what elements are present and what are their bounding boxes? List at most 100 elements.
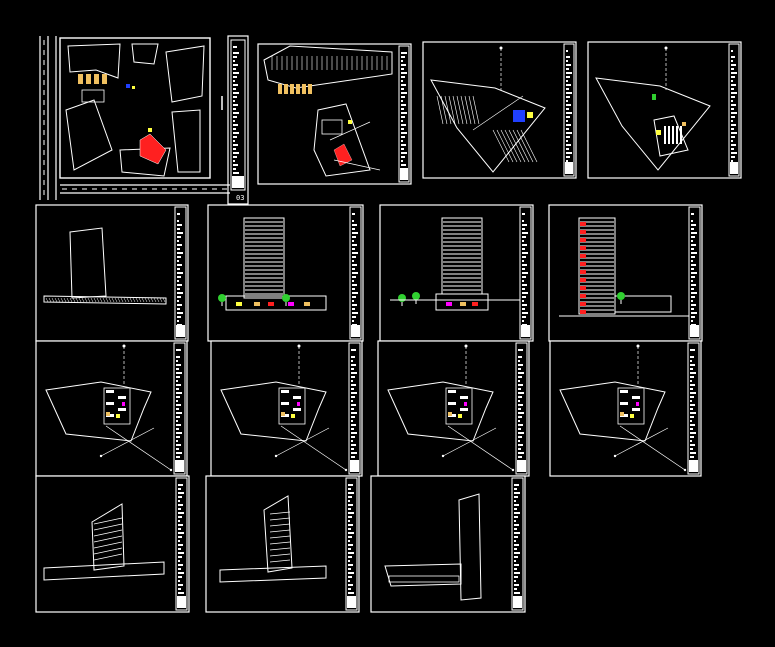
- drawing-rect: [522, 232, 528, 234]
- sheet-frame[interactable]: [257, 43, 412, 185]
- drawing-rect: [352, 300, 354, 302]
- drawing-rect: [78, 74, 83, 84]
- drawing-rect: [690, 444, 695, 446]
- drawing-line: [500, 129, 518, 163]
- drawing-rect: [691, 288, 694, 290]
- drawing-line: [60, 297, 64, 303]
- drawing-rect: [690, 388, 693, 390]
- sheet-frame[interactable]: [35, 340, 188, 477]
- drawing-rect: [518, 380, 520, 382]
- sheet-frame[interactable]: [370, 475, 526, 613]
- drawing-polygon: [387, 381, 494, 442]
- drawing-rect: [178, 580, 180, 582]
- drawing-rect: [566, 72, 572, 74]
- sheet-frame[interactable]: [379, 204, 534, 342]
- sheet-frame[interactable]: [210, 340, 363, 477]
- drawing-rect: [731, 160, 733, 162]
- sheet-7-elevation-tower[interactable]: [379, 204, 534, 342]
- drawing-rect: [691, 312, 697, 314]
- drawing-rect: [401, 136, 405, 138]
- drawing-rect: [688, 206, 701, 340]
- sheet-6-elevation-tower[interactable]: [207, 204, 364, 342]
- drawing-polygon: [313, 103, 371, 177]
- drawing-line: [153, 297, 157, 303]
- drawing-line: [54, 297, 58, 303]
- drawing-line: [492, 129, 510, 163]
- drawing-rect: [691, 256, 695, 258]
- drawing-rect: [352, 220, 354, 222]
- drawing-rect: [177, 240, 179, 242]
- sheet-15-perspective-slab[interactable]: [370, 475, 526, 613]
- sheet-13-perspective[interactable]: [35, 475, 190, 613]
- sheet-5-elevation-slab[interactable]: [35, 204, 189, 342]
- drawing-rect: [472, 302, 478, 306]
- drawing-line: [102, 297, 106, 303]
- sheet-frame[interactable]: [205, 475, 360, 613]
- sheet-4-floor-plan[interactable]: [587, 41, 742, 179]
- drawing-rect: [351, 412, 357, 414]
- drawing-rect: [566, 160, 568, 162]
- sheet-frame[interactable]: [587, 41, 742, 179]
- drawing-rect: [518, 404, 523, 406]
- drawing-line: [442, 427, 497, 457]
- drawing-rect: [177, 236, 181, 238]
- sheet-3-floor-plan[interactable]: [422, 41, 577, 179]
- drawing-rect: [177, 316, 181, 318]
- sheet-frame[interactable]: [549, 340, 702, 477]
- drawing-rect: [176, 444, 181, 446]
- drawing-rect: [731, 92, 737, 94]
- sheet-frame[interactable]: [35, 204, 189, 342]
- drawing-rect: [352, 264, 357, 266]
- drawing-rect: [233, 60, 235, 62]
- drawing-rect: [118, 396, 126, 399]
- drawing-rect: [513, 596, 522, 608]
- drawing-rect: [122, 402, 125, 406]
- drawing-rect: [566, 116, 570, 118]
- drawing-rect: [177, 220, 179, 222]
- drawing-rect: [352, 292, 358, 294]
- sheet-8-elevation-tower-red[interactable]: [548, 204, 703, 342]
- drawing-rect: [348, 564, 353, 566]
- sheet-frame[interactable]: [422, 41, 577, 179]
- drawing-rect: [178, 484, 183, 486]
- drawing-rect: [288, 302, 294, 306]
- drawing-line: [114, 297, 118, 303]
- drawing-rect: [401, 60, 403, 62]
- sheet-11-site-outline[interactable]: [377, 340, 530, 477]
- drawing-rect: [580, 294, 586, 298]
- drawing-rect: [522, 228, 525, 230]
- drawing-polygon: [171, 109, 201, 173]
- drawing-rect: [352, 304, 357, 306]
- drawing-rect: [348, 504, 353, 506]
- drawing-rect: [580, 230, 586, 234]
- sheet-1-master-plan[interactable]: [36, 35, 249, 205]
- sheet-frame[interactable]: [207, 204, 364, 342]
- sheet-2-site-plan[interactable]: [257, 43, 412, 185]
- drawing-rect: [691, 304, 696, 306]
- drawing-rect: [351, 436, 355, 438]
- drawing-rect: [233, 144, 238, 146]
- drawing-rect: [518, 376, 522, 378]
- drawing-rect: [351, 380, 353, 382]
- sheet-9-site-outline[interactable]: [35, 340, 188, 477]
- drawing-rect: [177, 292, 183, 294]
- drawing-line: [57, 297, 61, 303]
- drawing-rect: [177, 260, 179, 262]
- sheet-frame[interactable]: [548, 204, 703, 342]
- drawing-rect: [352, 213, 355, 215]
- sheet-14-perspective[interactable]: [205, 475, 360, 613]
- drawing-rect: [690, 384, 695, 386]
- drawing-rect: [352, 236, 356, 238]
- sheet-10-site-outline[interactable]: [210, 340, 363, 477]
- sheet-frame[interactable]: [377, 340, 530, 477]
- drawing-rect: [731, 116, 735, 118]
- drawing-rect: [460, 408, 468, 411]
- drawing-rect: [620, 402, 628, 405]
- drawing-rect: [691, 264, 696, 266]
- drawing-rect: [514, 540, 516, 542]
- drawing-rect: [514, 504, 519, 506]
- drawing-rect: [566, 88, 569, 90]
- sheet-12-site-outline[interactable]: [549, 340, 702, 477]
- drawing-line: [117, 297, 121, 303]
